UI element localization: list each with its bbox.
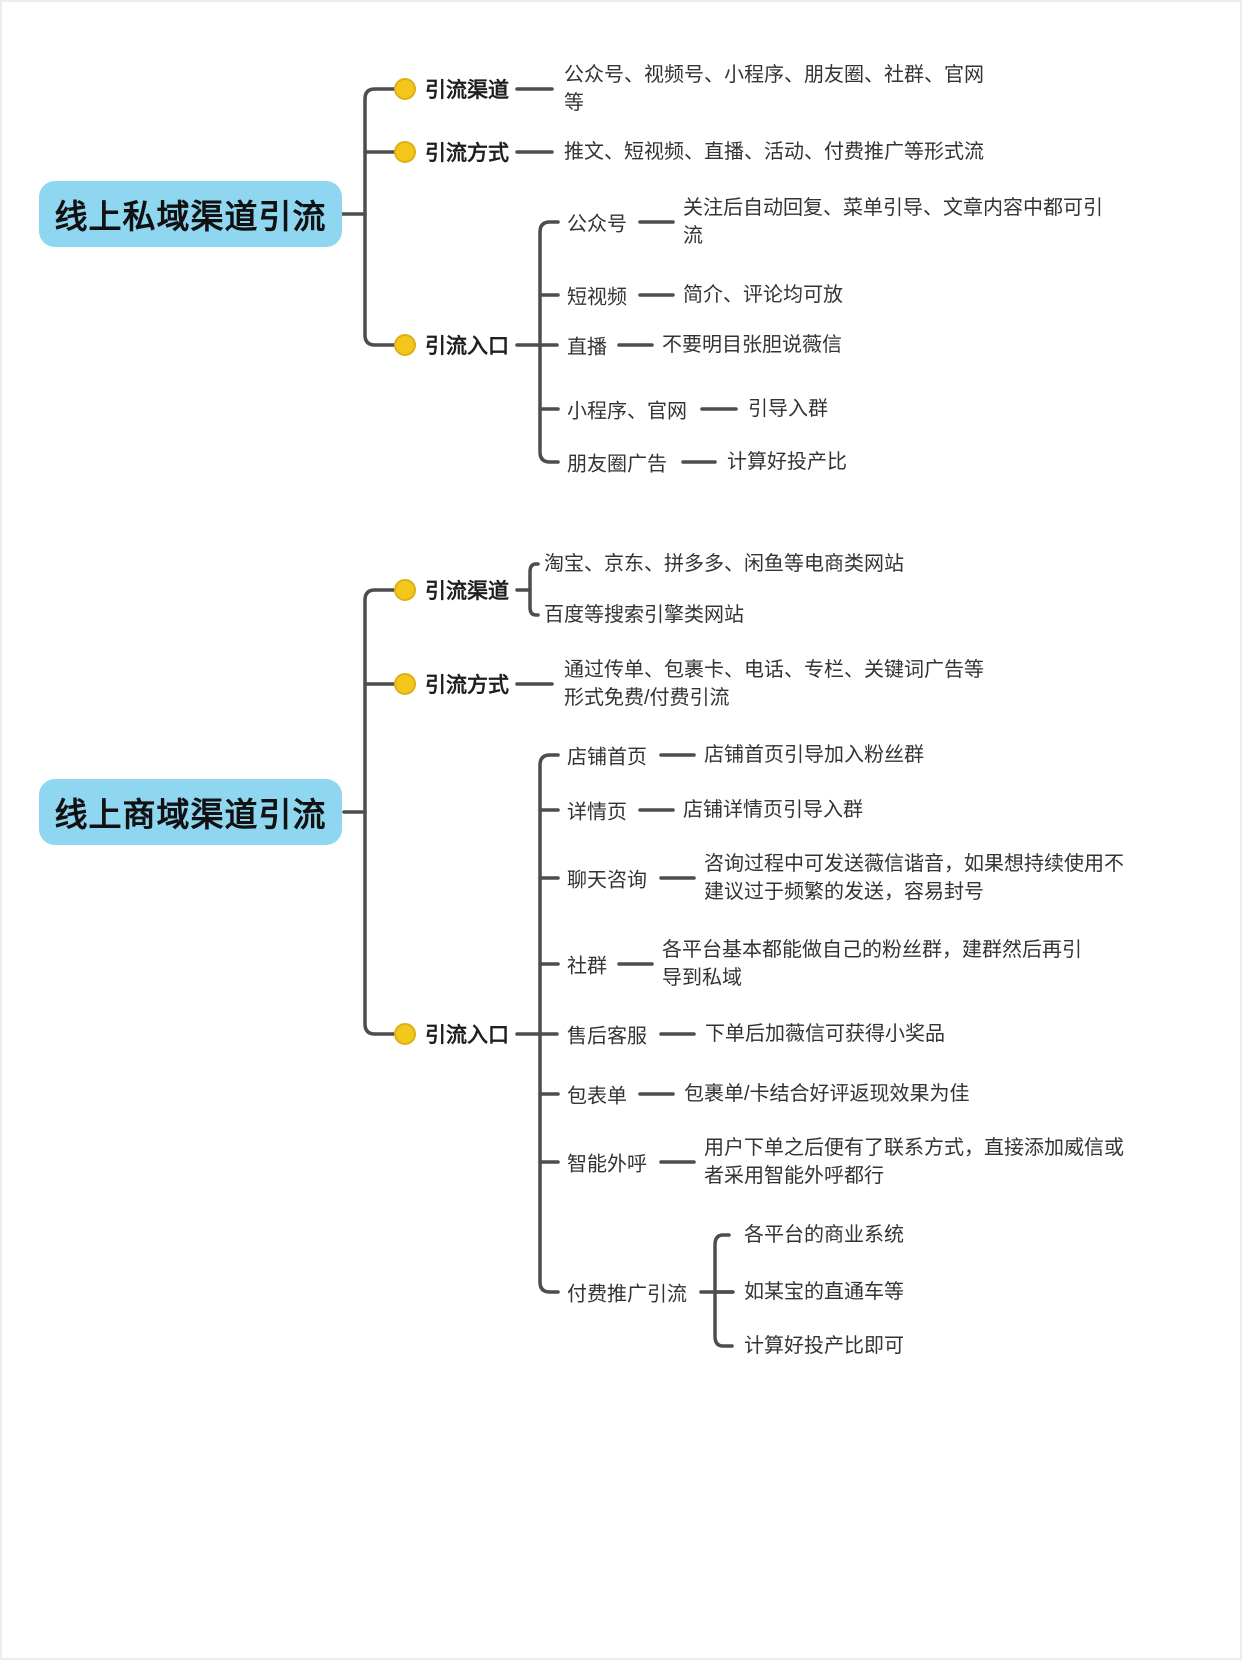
node-channel-desc[interactable]: 公众号、视频号、小程序、朋友圈、社群、官网等 — [564, 64, 984, 114]
node-method-desc[interactable]: 推文、短视频、直播、活动、付费推广等形式流 — [564, 141, 984, 163]
branch-dot-icon — [394, 579, 416, 601]
branch-dot-icon — [394, 1023, 416, 1045]
branch-dot-icon — [394, 673, 416, 695]
channel-item-desc[interactable]: 淘宝、京东、拼多多、闲鱼等电商类网站 — [544, 553, 904, 575]
entry-item-desc[interactable]: 咨询过程中可发送薇信谐音，如果想持续使用不建议过于频繁的发送，容易封号 — [704, 853, 1124, 903]
entry-item-desc[interactable]: 简介、评论均可放 — [683, 284, 843, 306]
branch-dot-icon — [394, 334, 416, 356]
root-node-private-domain[interactable]: 线上私域渠道引流 — [39, 181, 342, 247]
node-method-desc[interactable]: 通过传单、包裹卡、电话、专栏、关键词广告等形式免费/付费引流 — [564, 659, 984, 709]
entry-item-label[interactable]: 社群 — [567, 955, 607, 978]
entry-item-desc[interactable]: 不要明目张胆说薇信 — [662, 334, 842, 356]
entry-item-desc[interactable]: 计算好投产比 — [727, 451, 847, 473]
entry-item-label[interactable]: 公众号 — [567, 213, 627, 236]
entry-item-desc[interactable]: 店铺首页引导加入粉丝群 — [704, 744, 924, 766]
channel-item-desc[interactable]: 百度等搜索引擎类网站 — [544, 604, 744, 626]
entry-item-label[interactable]: 短视频 — [567, 286, 627, 309]
paid-promo-child-desc[interactable]: 如某宝的直通车等 — [744, 1281, 904, 1303]
entry-item-desc[interactable]: 关注后自动回复、菜单引导、文章内容中都可引流 — [683, 197, 1103, 247]
root-node-commercial-domain[interactable]: 线上商域渠道引流 — [39, 779, 342, 845]
entry-item-label[interactable]: 小程序、官网 — [567, 400, 687, 423]
entry-item-label[interactable]: 朋友圈广告 — [567, 453, 667, 476]
entry-item-desc[interactable]: 下单后加薇信可获得小奖品 — [705, 1023, 945, 1045]
entry-item-label[interactable]: 详情页 — [567, 801, 627, 824]
entry-item-label[interactable]: 店铺首页 — [567, 746, 647, 769]
branch-node-entry[interactable]: 引流入口 — [425, 335, 509, 358]
entry-item-label[interactable]: 聊天咨询 — [567, 869, 647, 892]
paid-promo-child-desc[interactable]: 计算好投产比即可 — [744, 1335, 904, 1357]
branch-node-entry[interactable]: 引流入口 — [425, 1024, 509, 1047]
branch-node-channel[interactable]: 引流渠道 — [425, 79, 509, 102]
entry-item-desc[interactable]: 用户下单之后便有了联系方式，直接添加威信或者采用智能外呼都行 — [704, 1137, 1124, 1187]
entry-item-label[interactable]: 智能外呼 — [567, 1153, 647, 1176]
entry-item-desc[interactable]: 各平台基本都能做自己的粉丝群，建群然后再引导到私域 — [662, 939, 1082, 989]
entry-item-label[interactable]: 直播 — [567, 336, 607, 359]
branch-node-method[interactable]: 引流方式 — [425, 142, 509, 165]
branch-node-method[interactable]: 引流方式 — [425, 674, 509, 697]
branch-node-channel[interactable]: 引流渠道 — [425, 580, 509, 603]
entry-item-desc[interactable]: 包裹单/卡结合好评返现效果为佳 — [684, 1083, 970, 1105]
entry-item-desc[interactable]: 店铺详情页引导入群 — [683, 799, 863, 821]
entry-item-label[interactable]: 售后客服 — [567, 1025, 647, 1048]
entry-item-label[interactable]: 付费推广引流 — [567, 1283, 687, 1306]
entry-item-desc[interactable]: 引导入群 — [748, 398, 828, 420]
paid-promo-child-desc[interactable]: 各平台的商业系统 — [744, 1224, 904, 1246]
branch-dot-icon — [394, 141, 416, 163]
branch-dot-icon — [394, 78, 416, 100]
entry-item-label[interactable]: 包表单 — [567, 1085, 627, 1108]
